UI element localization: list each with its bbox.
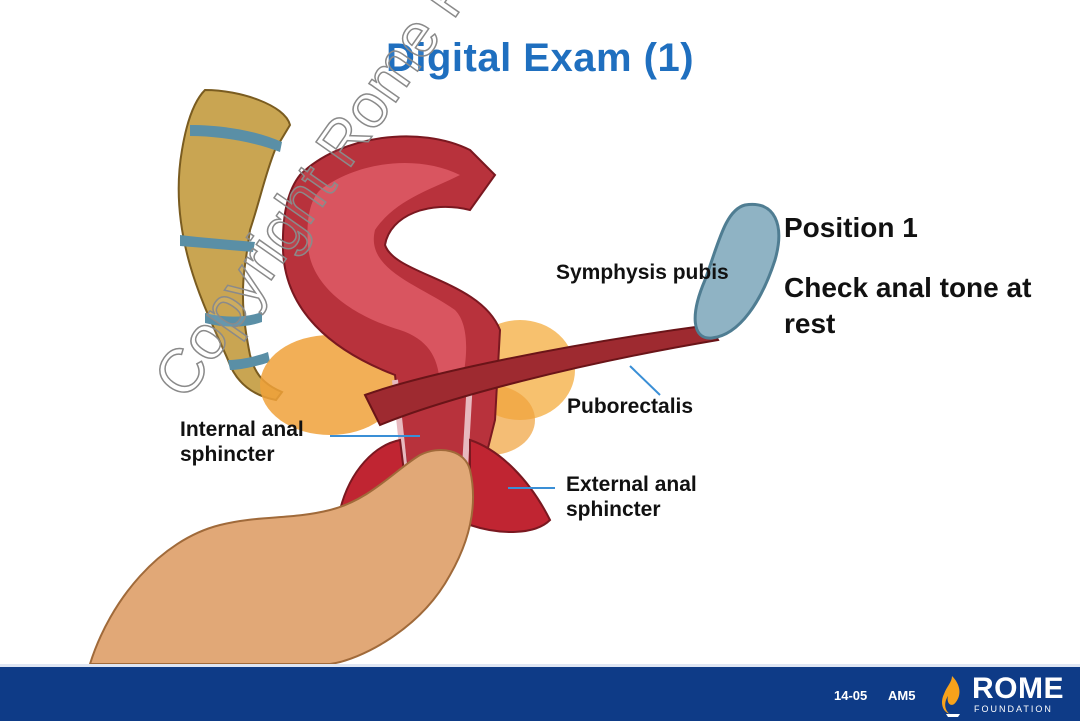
rectum (281, 135, 502, 521)
rome-logo-subtext: FOUNDATION (974, 704, 1053, 714)
symphysis-pubis (693, 202, 781, 340)
label-internal-anal-sphincter: Internal anal sphincter (180, 418, 304, 466)
puborectalis-muscle (363, 323, 720, 427)
position-instruction: Check anal tone at rest (784, 272, 1032, 339)
slide-code-am: AM5 (888, 688, 916, 703)
examining-hand (88, 449, 475, 664)
position-heading: Position 1 (784, 212, 918, 243)
rome-flame-icon (942, 676, 960, 717)
label-symphysis-pubis: Symphysis pubis (556, 261, 729, 284)
label-puborectalis: Puborectalis (567, 395, 694, 418)
label-external-anal-sphincter: External anal sphincter (566, 473, 697, 521)
footer-bar: 14-05 AM5 ROME FOUNDATION (0, 664, 1080, 721)
anatomy-illustration (88, 88, 781, 664)
label-lines (330, 365, 661, 489)
slide-code: 14-05 (834, 688, 868, 703)
rome-logo-text: ROME (972, 672, 1064, 705)
slide-title: Digital Exam (1) (385, 36, 695, 80)
